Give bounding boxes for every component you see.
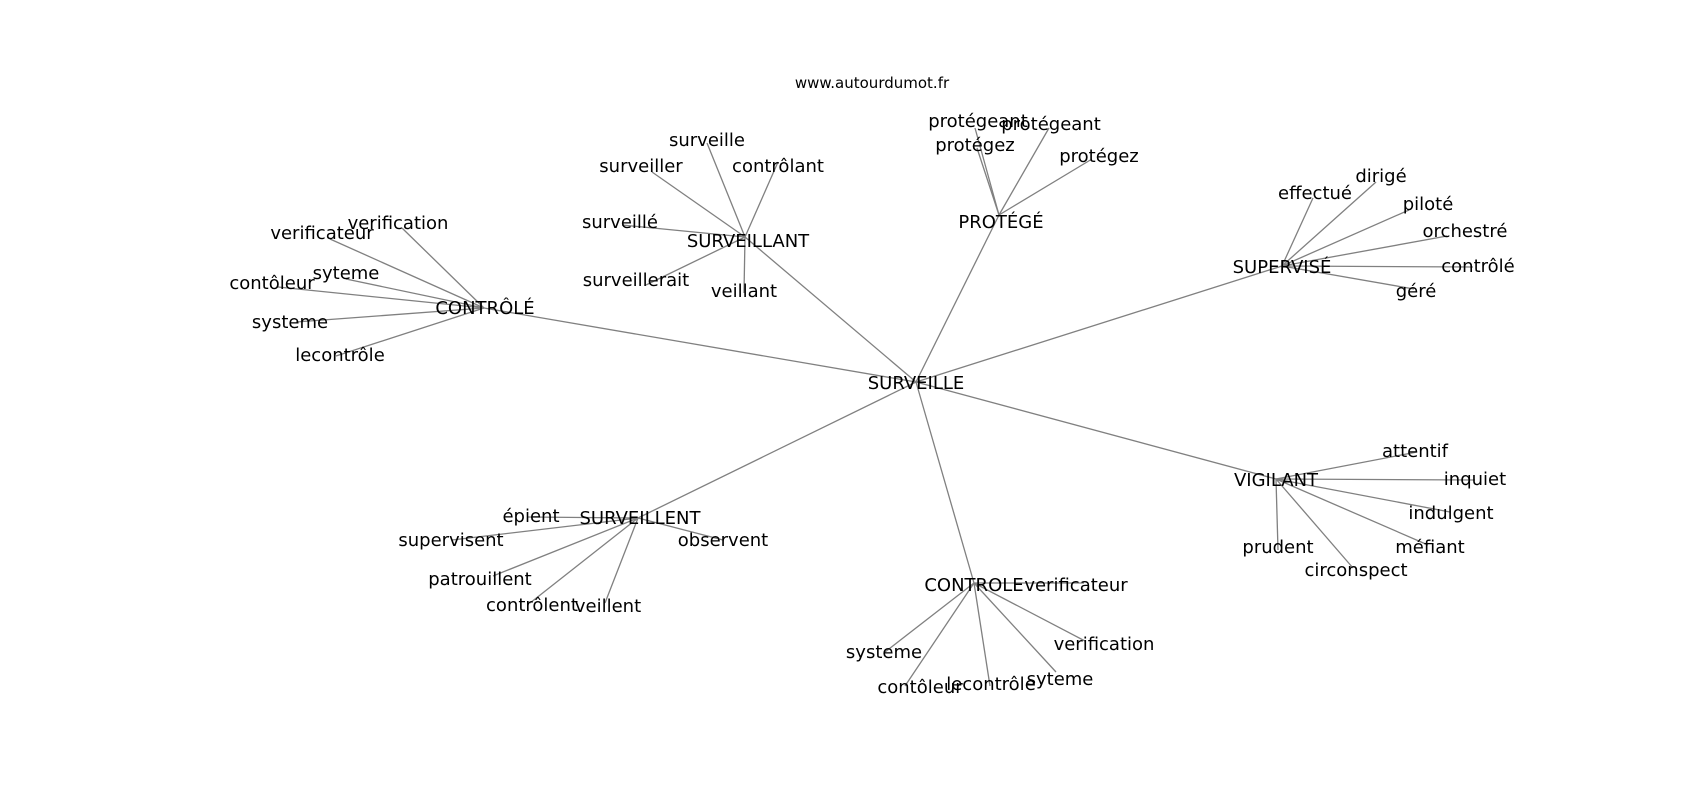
leaf-node-label: circonspect [1304,560,1407,581]
edge-center-to-hub [637,381,917,519]
edge-center-to-hub [483,307,917,383]
edge-hub-to-leaf [492,517,639,577]
edge-hub-to-leaf [1275,478,1429,546]
leaf-node-label: observent [678,530,768,551]
hub-node-label: SURVEILLANT [687,231,810,252]
leaf-node-label: protégez [935,135,1015,156]
edge-hub-to-leaf [973,582,1086,642]
leaf-node-label: syteme [1027,669,1094,690]
hub-node-label: CONTRÔLÉ [435,297,534,319]
edge-hub-to-leaf [604,517,639,604]
edge-hub-to-leaf [974,127,1000,216]
site-credit: www.autourdumot.fr [795,74,950,92]
edge-hub-to-leaf [651,171,746,238]
edge-hub-to-leaf [998,158,1093,216]
edge-hub-to-leaf [637,517,724,541]
leaf-node-label: veillant [711,281,777,302]
leaf-node-label: lecontrôle [295,345,385,366]
hub-node-label: CONTROLE [924,575,1023,596]
leaf-node-label: épient [502,506,559,527]
edge-hub-to-leaf [743,236,746,294]
leaf-node-label: prudent [1242,537,1313,558]
leaf-node-label: surveille [669,130,745,151]
leaf-node-label: lecontrôle [946,674,1036,695]
edge-hub-to-leaf [527,516,639,519]
leaf-node-label: verificateur [270,223,374,244]
edge-center-to-hub [915,214,1000,383]
leaf-node-label: effectué [1278,183,1352,204]
edge-hub-to-leaf [645,236,746,286]
edge-hub-to-leaf [277,286,485,309]
leaf-node-label: verification [348,213,449,234]
hub-node-label: VIGILANT [1234,470,1319,491]
edge-hub-to-leaf [744,161,779,238]
center-node-label: SURVEILLE [868,373,965,394]
edge-hub-to-leaf [976,147,1000,216]
leaf-node-label: supervisent [398,530,503,551]
edge-hub-to-leaf [1275,478,1476,481]
edge-center-to-hub [915,381,975,584]
edge-hub-to-leaf [1281,235,1448,267]
leaf-node-label: géré [1396,281,1437,302]
edge-hub-to-leaf [621,224,746,238]
hub-node-label: PROTÉGÉ [958,211,1043,233]
leaf-node-label: indulgent [1408,503,1493,524]
edge-hub-to-leaf [345,278,485,309]
leaf-node-label: contrôlant [732,156,824,177]
hub-node-label: SURVEILLENT [579,508,701,529]
edge-hub-to-leaf [1275,478,1279,551]
leaf-node-label: contrôlé [1441,256,1514,277]
edge-hub-to-leaf [1275,451,1418,480]
leaf-node-label: attentif [1382,441,1449,462]
leaf-node-label: verification [1054,634,1155,655]
edge-hub-to-leaf [295,307,485,323]
leaf-node-label: dirigé [1355,166,1406,187]
leaf-node-label: contrôlent [486,595,578,616]
hub-node-label: SUPERVISÉ [1233,256,1332,278]
leaf-node-label: syteme [313,263,380,284]
edge-hub-to-leaf [884,582,975,653]
leaf-node-label: orchestré [1423,221,1508,242]
edge-hub-to-leaf [973,582,1057,673]
edge-hub-to-leaf [335,307,485,357]
leaf-node-label: protégez [1059,146,1139,167]
leaf-node-label: protégeant [1001,114,1101,135]
leaf-node-label: contôleur [877,677,963,698]
edge-hub-to-leaf [1281,181,1377,267]
leaf-node-label: surveillé [582,212,658,233]
edge-hub-to-leaf [1275,478,1354,569]
leaf-node-label: inquiet [1444,469,1506,490]
edge-hub-to-leaf [1281,209,1410,267]
edge-hub-to-leaf [451,517,639,541]
leaf-node-label: veillent [575,596,641,617]
edge-hub-to-leaf [329,238,485,309]
edge-hub-to-leaf [904,582,975,687]
edge-hub-to-leaf [1281,265,1415,290]
edges [277,127,1476,687]
edge-center-to-hub [915,265,1283,383]
leaf-node-label: protégeant [928,111,1028,132]
edge-hub-to-leaf [401,227,485,309]
leaf-node-label: piloté [1403,194,1454,215]
edge-hub-to-leaf [529,517,639,604]
edge-center-to-hub [915,381,1277,480]
edge-hub-to-leaf [1281,265,1474,268]
labels: SURVEILLE SURVEILLANT surveille surveiller c… [229,111,1514,698]
edge-center-to-hub [744,236,917,383]
edge-hub-to-leaf [973,582,991,687]
edge-hub-to-leaf [706,142,746,238]
leaf-node-label: patrouillent [428,569,531,590]
edge-hub-to-leaf [1281,197,1314,267]
leaf-node-label: systeme [846,642,922,663]
leaf-node-label: surveiller [599,156,683,177]
leaf-node-label: contôleur [229,273,315,294]
leaf-node-label: surveillerait [583,270,689,291]
leaf-node-label: verificateur [1024,575,1128,596]
edge-hub-to-leaf [998,127,1050,216]
edge-hub-to-leaf [1275,478,1451,513]
leaf-node-label: systeme [252,312,328,333]
leaf-node-label: méfiant [1395,537,1464,558]
